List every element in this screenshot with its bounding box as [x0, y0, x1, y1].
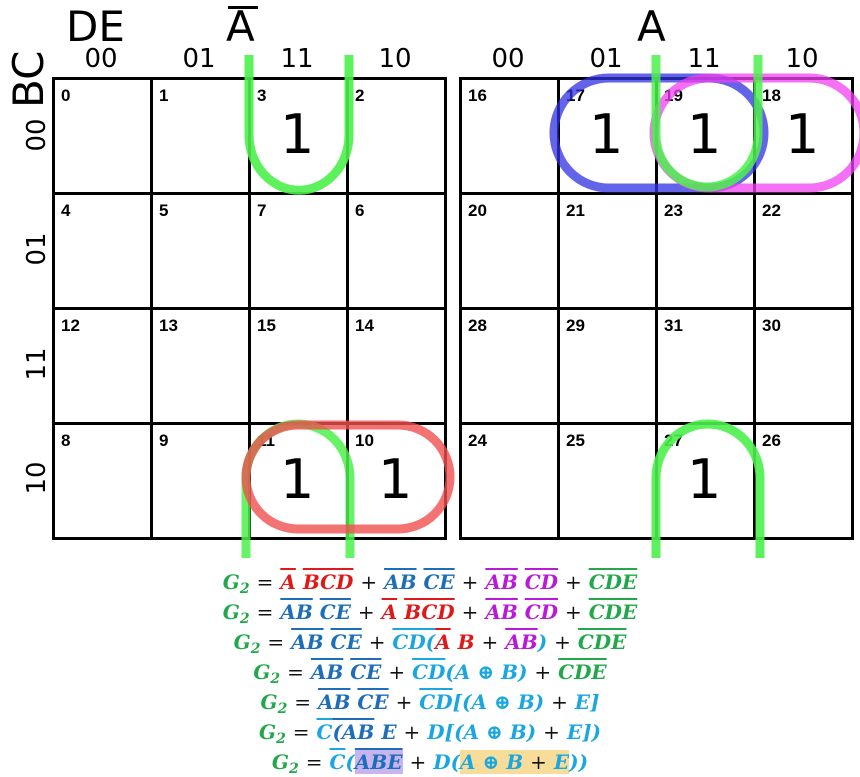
- kmap-a-bar-cell-index: 7: [257, 201, 267, 220]
- equation-line-4: G2 = AB CE + CD(A ⊕ B) + CDE: [253, 660, 607, 687]
- kmap-a-bar-cell-index: 6: [355, 201, 365, 220]
- kmap-a-cell-index: 29: [566, 316, 585, 335]
- highlight-purple-term: ABE: [354, 750, 403, 774]
- kmap-a-cell-value: 1: [687, 103, 722, 166]
- a-map-label: A: [637, 2, 666, 51]
- kmap-a-bar-cell-index: 14: [355, 316, 374, 335]
- kmap-a-bar-cell-index: 4: [61, 201, 71, 220]
- kmap-a-cell-26: [753, 422, 854, 540]
- kmap-a-bar-cell-index: 2: [355, 86, 365, 105]
- kmap-a-cell-index: 28: [468, 316, 487, 335]
- left-col-label-01: 01: [182, 44, 216, 74]
- kmap-a-cell-value: 1: [785, 103, 820, 166]
- kmap-a-bar-cell-index: 13: [159, 316, 178, 335]
- equation-line-1: G2 = A BCD + AB CE + AB CD + CDE: [222, 570, 638, 597]
- kmap-a-bar-cell-index: 15: [257, 316, 276, 335]
- kmap-a-cell-index: 22: [762, 201, 781, 220]
- equation-line-7: G2 = C(ABE + D(A ⊕ B + E)): [271, 750, 589, 777]
- de-variable-label: DE: [66, 2, 125, 51]
- loop-green-right-bottom: [651, 419, 765, 558]
- left-col-label-00: 00: [84, 44, 118, 74]
- equation-line-2: G2 = AB CE + A BCD + AB CD + CDE: [222, 600, 638, 627]
- kmap-a-cell-index: 25: [566, 431, 585, 450]
- highlight-yellow-term: A ⊕ B + E: [460, 750, 570, 774]
- kmap-a-cell-index: 24: [468, 431, 487, 450]
- a-bar-overline: [228, 6, 258, 9]
- right-col-label-10: 10: [785, 44, 819, 74]
- kmap-a-cell-value: 1: [687, 448, 722, 511]
- kmap-a-cell-index: 16: [468, 86, 487, 105]
- kmap-a-cell-index: 31: [664, 316, 683, 335]
- right-col-label-01: 01: [589, 44, 623, 74]
- kmap-a-bar-cell-index: 5: [159, 201, 169, 220]
- equation-line-3: G2 = AB CE + CD(A B + AB) + CDE: [233, 630, 627, 657]
- kmap-a-cell-index: 20: [468, 201, 487, 220]
- equation-line-5: G2 = AB CE + CD[(A ⊕ B) + E]: [260, 690, 600, 717]
- right-col-label-11: 11: [687, 44, 721, 74]
- kmap-a-bar-cell-value: 1: [280, 448, 315, 511]
- kmap-a-bar-cell-index: 12: [61, 316, 80, 335]
- left-col-label-10: 10: [378, 44, 412, 74]
- a-bar-map-label: A: [226, 2, 255, 51]
- equation-line-6: G2 = C(AB E + D[(A ⊕ B) + E]): [258, 720, 602, 747]
- kmap-a-bar-cell-index: 0: [61, 86, 71, 105]
- kmap-a-bar-cell-index: 1: [159, 86, 169, 105]
- kmap-a-cell-index: 23: [664, 201, 683, 220]
- kmap-a-cell-index: 18: [762, 86, 781, 105]
- grouping-loops: [241, 55, 860, 558]
- kmap-a-bar-cell-index: 3: [257, 86, 267, 105]
- kmap-a-bar-cell-index: 9: [159, 431, 169, 450]
- loop-green-right-top: [651, 55, 763, 192]
- kmap-a-cell-index: 26: [762, 431, 781, 450]
- kmap-a-cell-value: 1: [589, 103, 624, 166]
- kmap-a-bar-cell-value: 1: [280, 103, 315, 166]
- loop-red-pill: [241, 420, 455, 534]
- kmap-a-bar-cell-value: 1: [378, 448, 413, 511]
- loop-green-left-top: [244, 55, 354, 195]
- kmap-a-cell-index: 21: [566, 201, 585, 220]
- left-col-label-11: 11: [280, 44, 314, 74]
- kmap-a-bar-cell-index: 8: [61, 431, 71, 450]
- kmap-a-bar-cell-index: 10: [355, 431, 374, 450]
- kmap-a-cell-index: 30: [762, 316, 781, 335]
- right-col-label-00: 00: [491, 44, 525, 74]
